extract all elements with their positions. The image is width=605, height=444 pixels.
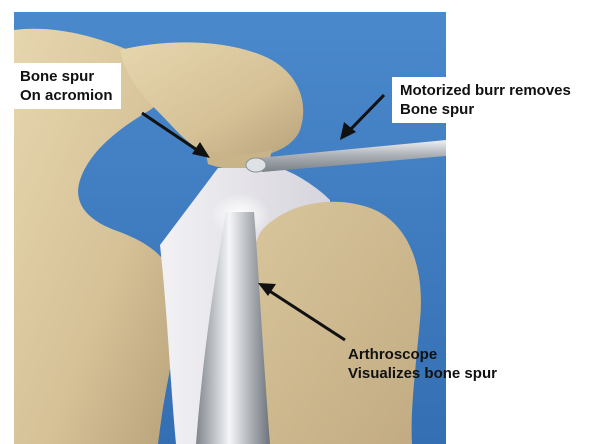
burr-label-line2: Bone spur <box>400 100 571 119</box>
bone-spur-label-line2: On acromion <box>20 86 113 105</box>
burr-label-line1: Motorized burr removes <box>400 81 571 100</box>
burr-label: Motorized burr removes Bone spur <box>392 77 579 123</box>
bone-spur-label-line1: Bone spur <box>20 67 113 86</box>
arthroscope-label: Arthroscope Visualizes bone spur <box>348 345 497 383</box>
arthroscope-label-line1: Arthroscope <box>348 345 497 364</box>
bone-spur-label: Bone spur On acromion <box>10 63 121 109</box>
burr-tip <box>246 158 266 172</box>
humeral-head <box>248 202 421 444</box>
arthroscope-label-line2: Visualizes bone spur <box>348 364 497 383</box>
